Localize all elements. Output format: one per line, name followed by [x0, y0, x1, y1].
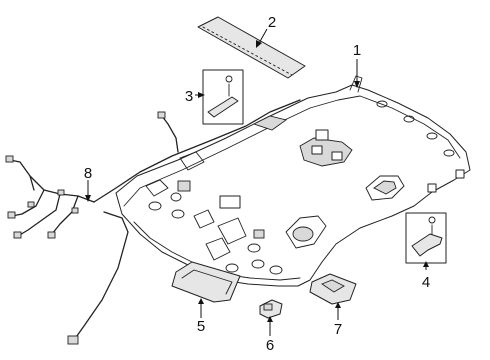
callout-3: 3: [185, 88, 193, 105]
callout-4: 4: [422, 274, 430, 291]
retainer-clip: [259, 299, 283, 319]
callout-labels: 1 2 3 4 5 6 7 8: [84, 14, 430, 354]
callout-8: 8: [84, 165, 92, 182]
insulator-pad: [197, 16, 306, 79]
grab-handle-box: [405, 212, 447, 264]
callout-7: 7: [334, 321, 342, 338]
callout-2: 2: [268, 14, 276, 31]
roof-wiring-harness: [5, 99, 301, 345]
sun-visor: [171, 261, 241, 303]
callout-5: 5: [197, 318, 205, 335]
dome-lamp: [309, 273, 357, 305]
leader-lines: [85, 28, 429, 336]
sunvisor-holder-box: [202, 69, 244, 125]
callout-6: 6: [266, 337, 274, 354]
callout-1: 1: [353, 42, 361, 59]
